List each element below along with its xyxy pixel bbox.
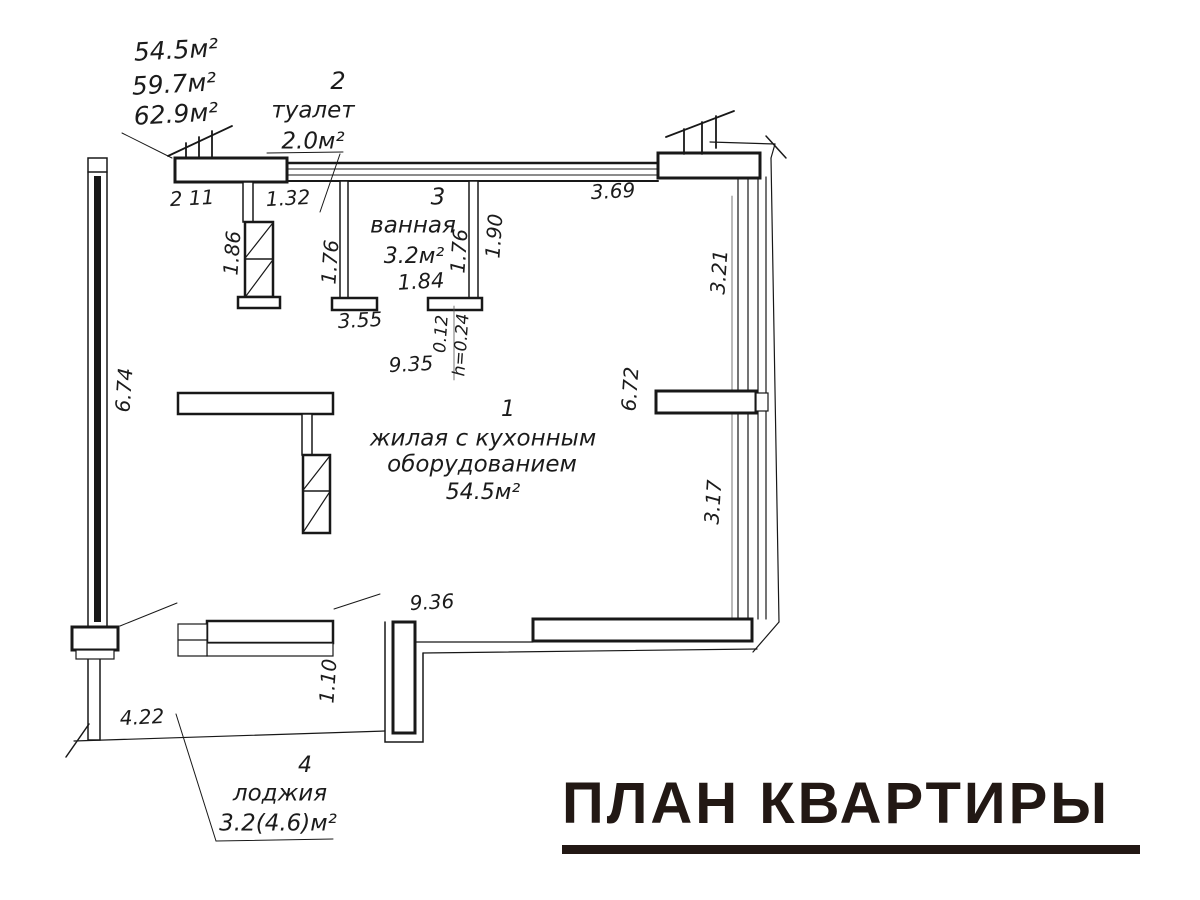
- room-living-name-line1: жилая с кухонным: [369, 425, 597, 452]
- wall-mid-right: [654, 389, 769, 415]
- dim-0-12: 0.12: [430, 314, 453, 354]
- room-toilet-name: туалет: [271, 97, 355, 124]
- dim-3-55: 3.55: [337, 306, 383, 334]
- wall-bath-right: [426, 180, 484, 381]
- room-toilet-area: 2.0м²: [281, 128, 345, 155]
- wall-loggia-pillar: [384, 620, 424, 743]
- room-bath-area: 3.2м²: [383, 244, 445, 269]
- dim-6-72: 6.72: [616, 365, 644, 413]
- dim-1-76-left: 1.76: [316, 238, 344, 286]
- wall-bottom-left-block: [70, 625, 120, 660]
- page-title: ПЛАН КВАРТИРЫ: [562, 771, 1111, 836]
- room-bath-name: ванная: [370, 212, 456, 239]
- dim-4-22: 4.22: [119, 703, 165, 731]
- room-bath-number: 3: [430, 184, 446, 211]
- dim-9-36: 9.36: [409, 588, 455, 616]
- total-area-main: 59.7м²: [131, 67, 217, 101]
- window-wall-left: [87, 157, 108, 741]
- loggia-outline: [65, 135, 787, 758]
- vent-shaft-top: [236, 181, 282, 310]
- vent-ladder-right-icon: [665, 110, 735, 155]
- room-living-area: 54.5м²: [445, 480, 521, 505]
- dim-1-32: 1.32: [265, 184, 311, 212]
- dim-1-90: 1.90: [480, 212, 508, 260]
- room-loggia-name: лоджия: [232, 780, 328, 807]
- dim-bath-width: 1.84: [396, 268, 445, 295]
- room-living-name-line2: оборудованием: [387, 451, 577, 478]
- room-living-number: 1: [501, 397, 515, 422]
- dim-3-17: 3.17: [699, 478, 727, 526]
- wall-kitchen-counter: [176, 391, 335, 416]
- wall-kitchen-loggia: [177, 619, 335, 657]
- wall-bottom-right: [414, 617, 758, 654]
- window-band-top: [285, 161, 660, 182]
- dim-1-10: 1.10: [314, 657, 342, 705]
- dim-1-76-right: 1.76: [445, 227, 473, 275]
- wall-top-right: [656, 151, 762, 180]
- vent-ladder-left-icon: [167, 125, 233, 159]
- dim-2-11: 2 11: [169, 184, 215, 212]
- total-area-full: 62.9м²: [133, 97, 219, 131]
- dim-3-69: 3.69: [590, 177, 636, 205]
- dim-h-0-24: h=0.24: [449, 312, 474, 378]
- room-toilet-number: 2: [330, 67, 346, 95]
- dim-1-86: 1.86: [218, 229, 246, 277]
- dim-6-74: 6.74: [110, 366, 138, 414]
- vent-shaft-kitchen: [301, 413, 332, 535]
- room-loggia-number: 4: [298, 753, 312, 778]
- total-area-living: 54.5м²: [133, 33, 219, 67]
- leader-lines: [119, 132, 381, 842]
- wall-top-left: [173, 156, 289, 184]
- page-title-underline: [562, 845, 1140, 854]
- room-loggia-area: 3.2(4.6)м²: [219, 810, 337, 837]
- wall-toilet-left: [330, 180, 379, 312]
- dim-9-35: 9.35: [388, 350, 434, 378]
- dim-3-21: 3.21: [705, 248, 733, 296]
